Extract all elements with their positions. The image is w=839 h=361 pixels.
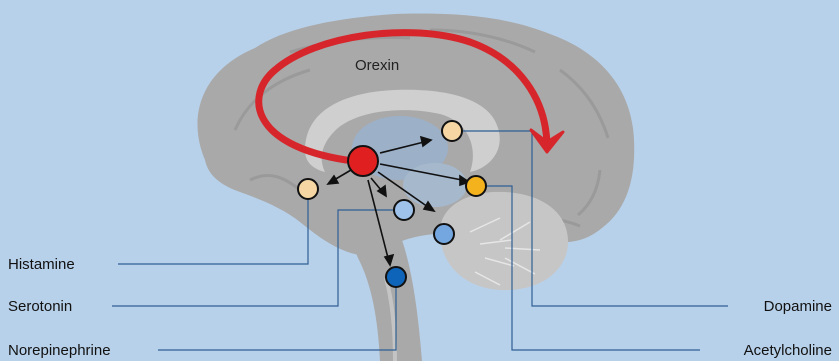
acetylcholine-pons-node <box>433 223 455 245</box>
leader-lines <box>112 130 728 351</box>
brain-stem-highlight <box>384 277 397 361</box>
serotonin-label: Serotonin <box>8 298 72 315</box>
dopamine-leader <box>463 130 728 307</box>
norepinephrine-node <box>385 266 407 288</box>
orexin-node <box>347 145 379 177</box>
orexin-arc <box>255 29 551 164</box>
orexin-pathway-arrow <box>255 29 565 164</box>
hypothalamus-region <box>403 163 467 207</box>
norepinephrine-label: Norepinephrine <box>8 342 111 359</box>
acetylcholine-leader <box>487 185 700 351</box>
norepinephrine-leader <box>158 286 397 351</box>
nodes <box>297 120 487 288</box>
corpus-callosum <box>305 89 500 172</box>
serotonin-node <box>393 199 415 221</box>
brain-illustration <box>197 13 635 361</box>
projection-arrows <box>326 135 471 267</box>
cerebellum-folia <box>469 217 541 286</box>
histamine-leader <box>118 196 309 265</box>
histamine-label: Histamine <box>8 256 75 273</box>
orexin-label: Orexin <box>355 57 399 74</box>
histamine-node <box>297 178 319 200</box>
acetylcholine-label: Acetylcholine <box>744 342 832 359</box>
dopamine-label: Dopamine <box>764 298 832 315</box>
dopamine-node <box>441 120 463 142</box>
serotonin-leader <box>112 209 396 307</box>
acetylcholine-node <box>465 175 487 197</box>
orexin-arc-arrowhead <box>529 128 565 154</box>
